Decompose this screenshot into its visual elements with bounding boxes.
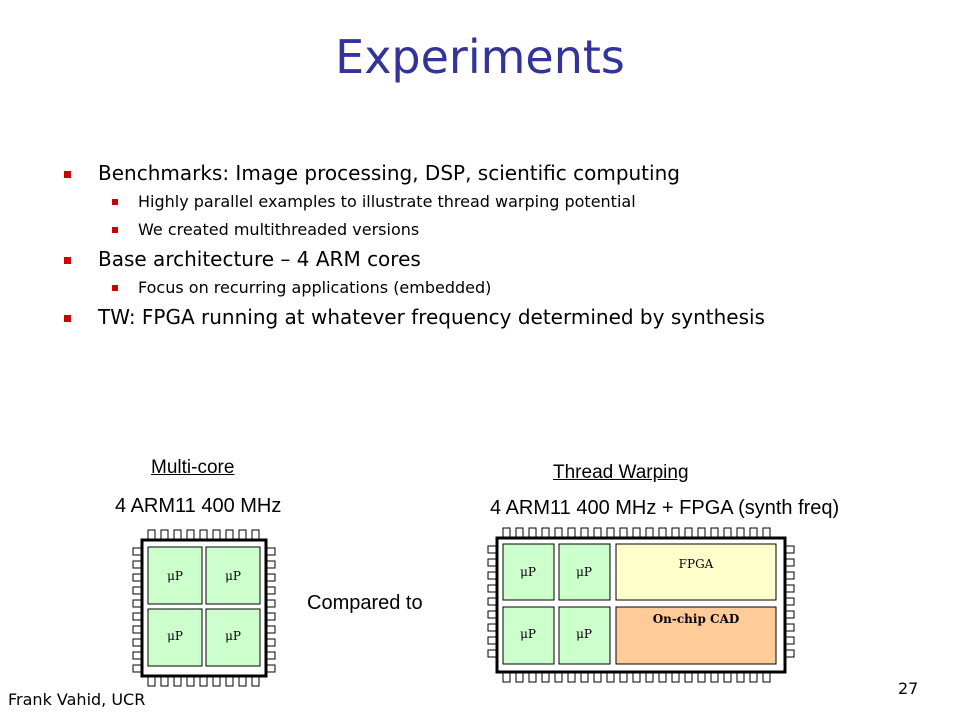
svg-text:μP: μP bbox=[167, 629, 183, 643]
svg-text:FPGA: FPGA bbox=[679, 557, 714, 571]
bullet-base-architecture: Base architecture – 4 ARM cores bbox=[62, 244, 922, 274]
bullet-benchmarks: Benchmarks: Image processing, DSP, scien… bbox=[62, 158, 922, 188]
thread-warping-spec: 4 ARM11 400 MHz + FPGA (synth freq) bbox=[490, 497, 840, 519]
bullet-tw-fpga: TW: FPGA running at whatever frequency d… bbox=[62, 302, 922, 332]
sub-bullet-multithreaded: We created multithreaded versions bbox=[62, 216, 922, 244]
on-chip-cad-block: On-chip CAD bbox=[615, 606, 777, 665]
svg-text:On-chip CAD: On-chip CAD bbox=[653, 612, 740, 626]
bullet-marker bbox=[64, 257, 71, 264]
compared-to-label: Compared to bbox=[307, 592, 423, 614]
bullet-marker bbox=[64, 171, 71, 178]
bullet-text: Highly parallel examples to illustrate t… bbox=[138, 192, 636, 211]
svg-text:μP: μP bbox=[225, 629, 241, 643]
bullet-marker bbox=[112, 227, 118, 233]
footer-author: Frank Vahid, UCR bbox=[8, 690, 146, 709]
core-3: μP bbox=[502, 606, 555, 665]
multicore-spec: 4 ARM11 400 MHz bbox=[115, 495, 282, 517]
bullet-text: TW: FPGA running at whatever frequency d… bbox=[98, 305, 765, 329]
multicore-heading: Multi-core bbox=[151, 457, 235, 478]
bullet-text: Focus on recurring applications (embedde… bbox=[138, 278, 492, 297]
sub-bullet-parallel: Highly parallel examples to illustrate t… bbox=[62, 188, 922, 216]
svg-text:μP: μP bbox=[167, 569, 183, 583]
svg-text:μP: μP bbox=[576, 627, 592, 641]
core-4: μP bbox=[558, 606, 611, 665]
bullet-marker bbox=[112, 199, 118, 205]
sub-bullet-recurring: Focus on recurring applications (embedde… bbox=[62, 274, 922, 302]
bullet-marker bbox=[112, 285, 118, 291]
svg-text:μP: μP bbox=[520, 565, 536, 579]
bullet-text: Base architecture – 4 ARM cores bbox=[98, 247, 421, 271]
core-3: μP bbox=[147, 608, 203, 667]
svg-text:μP: μP bbox=[576, 565, 592, 579]
svg-text:μP: μP bbox=[225, 569, 241, 583]
bullet-marker bbox=[64, 315, 71, 322]
core-2: μP bbox=[205, 546, 261, 605]
bullet-list: Benchmarks: Image processing, DSP, scien… bbox=[62, 158, 922, 332]
bullet-text: Benchmarks: Image processing, DSP, scien… bbox=[98, 161, 680, 185]
thread-warping-chip: μP μP μP μP FPGA On-chip CAD bbox=[483, 526, 799, 684]
core-4: μP bbox=[205, 608, 261, 667]
thread-warping-chip-diagram: μP μP μP μP FPGA On-chip CAD bbox=[487, 527, 795, 683]
multicore-chip-diagram: μP μP μP μP bbox=[132, 529, 276, 687]
core-1: μP bbox=[502, 543, 555, 601]
thread-warping-heading: Thread Warping bbox=[553, 462, 689, 483]
multicore-chip: μP μP μP μP bbox=[128, 528, 280, 688]
slide-title: Experiments bbox=[335, 30, 625, 84]
core-2: μP bbox=[558, 543, 611, 601]
core-1: μP bbox=[147, 546, 203, 605]
bullet-text: We created multithreaded versions bbox=[138, 220, 420, 239]
page-number: 27 bbox=[898, 679, 919, 698]
svg-text:μP: μP bbox=[520, 627, 536, 641]
fpga-block: FPGA bbox=[615, 543, 777, 601]
